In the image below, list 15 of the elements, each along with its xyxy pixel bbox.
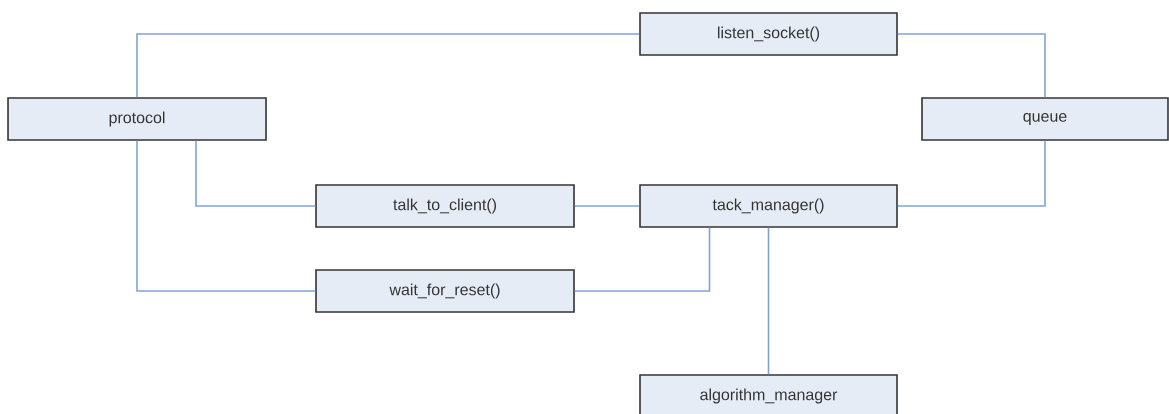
process-box: algorithm_manager <box>639 374 898 414</box>
process-box: tack_manager() <box>639 184 898 228</box>
connector <box>897 33 1046 98</box>
process-box: protocol <box>7 97 267 141</box>
connector <box>136 140 316 292</box>
process-box: wait_for_reset() <box>315 269 575 313</box>
process-box: talk_to_client() <box>315 184 575 228</box>
connector <box>574 205 640 207</box>
connector <box>195 140 316 207</box>
connector <box>897 140 1046 207</box>
connector <box>136 33 640 98</box>
connector <box>767 227 770 375</box>
process-box: listen_socket() <box>639 12 898 56</box>
connector <box>574 227 711 292</box>
process-box: queue <box>921 97 1169 141</box>
